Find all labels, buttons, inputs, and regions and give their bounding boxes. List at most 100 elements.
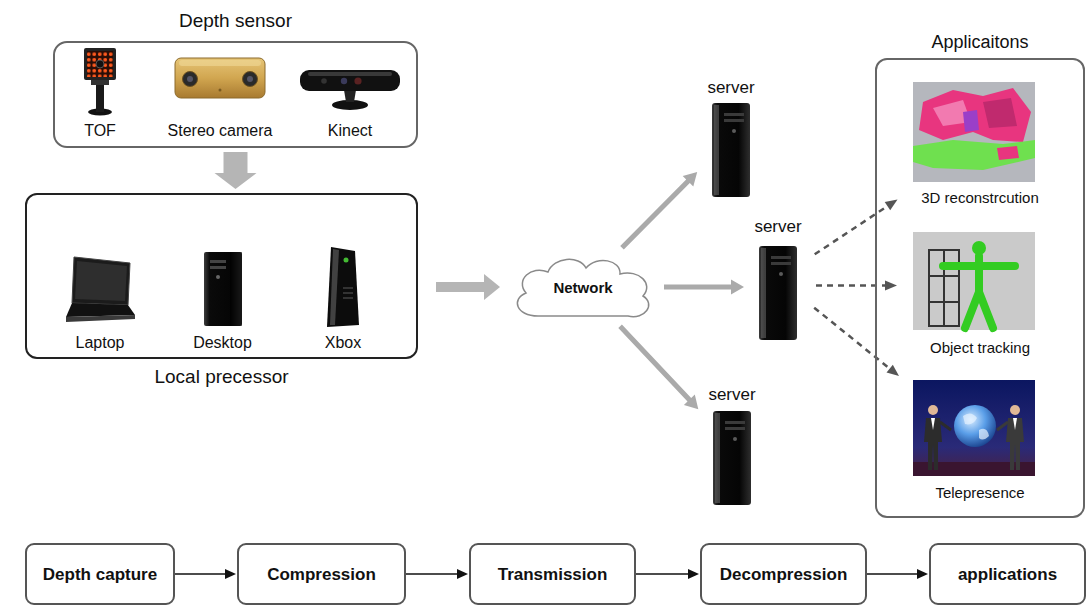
image-ground: [913, 82, 1035, 182]
sensor-item: Kinect: [296, 66, 404, 142]
tof-camera-icon: [84, 48, 116, 116]
globe: [954, 405, 996, 447]
kinect-icon: [300, 70, 400, 110]
process-box: Depth capture: [25, 543, 175, 605]
image-ground: [913, 232, 1035, 330]
arrow-head: [225, 569, 236, 579]
arrow-head: [885, 200, 898, 211]
stereo-body: [175, 58, 265, 98]
desktop-bay: [210, 260, 226, 263]
item-label-holder: Object tracking: [900, 338, 1060, 357]
kinect-ir: [321, 78, 327, 84]
stereo-camera-icon: [175, 58, 265, 98]
server-icon: [759, 246, 797, 340]
stereo-lens-glass: [247, 76, 253, 82]
process-label: Compression: [267, 564, 376, 585]
item-label: server: [754, 217, 801, 236]
process-box: applications: [929, 543, 1086, 605]
stereo-lens-glass: [187, 76, 193, 82]
item-label-holder: TOF: [70, 121, 130, 141]
flow-arrow: [664, 280, 744, 295]
group-heading: Local precessor: [154, 366, 288, 387]
person-arm: [940, 422, 951, 430]
group-heading: Depth sensor: [179, 10, 292, 31]
item-label: Telepresence: [935, 484, 1024, 501]
sensor-item: TOF: [70, 46, 130, 142]
stereo-lens: [183, 72, 198, 87]
process-box: Transmission: [469, 543, 636, 605]
process-box: Decompression: [700, 543, 867, 605]
item-label: server: [707, 78, 754, 97]
person-body: [1006, 418, 1024, 470]
laptop-icon: [66, 257, 135, 322]
desktop-bay: [210, 266, 226, 269]
desktop-icon: [204, 252, 242, 326]
stereo-lens: [243, 72, 258, 87]
person-head: [1010, 405, 1020, 415]
laptop-display: [75, 261, 127, 301]
cloud-label: Network: [553, 278, 612, 297]
person-shirt: [931, 418, 935, 430]
item-label: Xbox: [325, 334, 361, 351]
connector-line: [175, 573, 227, 575]
server-icon: [713, 411, 751, 505]
item-label: Object tracking: [930, 339, 1030, 356]
item-label-holder: Stereo camera: [165, 121, 276, 141]
flow-connector: [816, 281, 897, 291]
kinect-neck: [344, 90, 356, 102]
telepresence-image: [913, 380, 1035, 476]
laptop-edge: [66, 315, 135, 322]
kinect-lens: [354, 77, 361, 84]
item-label-holder: Desktop: [190, 333, 255, 353]
cloud-shape: [517, 259, 648, 316]
person-body: [924, 418, 942, 470]
arrow-head: [688, 569, 699, 579]
server-node: server: [748, 216, 808, 341]
connector-line: [867, 573, 919, 575]
item-label: Laptop: [76, 334, 125, 351]
stereo-screw: [219, 89, 222, 92]
mesh-region: [963, 110, 979, 132]
flow-arrow: [618, 325, 698, 410]
mesh-region: [919, 88, 1031, 142]
item-label-holder: server: [701, 384, 763, 405]
flow-connector: [815, 200, 898, 255]
mesh-region: [997, 146, 1019, 160]
tracking-image: [913, 232, 1035, 330]
kinect-lens: [341, 78, 347, 84]
desktop-side: [230, 252, 242, 326]
connector-line: [406, 573, 459, 575]
process-label: Transmission: [498, 564, 608, 585]
desktop-button: [216, 275, 220, 279]
item-label-holder: server: [700, 77, 762, 98]
tof-housing: [84, 48, 116, 80]
xbox-vent: [343, 297, 353, 299]
xbox-gloss: [330, 249, 339, 325]
kinect-bar: [300, 70, 400, 91]
xbox-body: [327, 247, 359, 327]
application-item: 3D reconstrcution: [900, 80, 1060, 210]
group-heading-holder: Local precessor: [0, 365, 476, 389]
window-frame: [929, 275, 959, 277]
item-label: server: [708, 385, 755, 404]
stage-ground: [913, 380, 1035, 476]
flow-arrow: [436, 274, 500, 300]
flow-arrow: [620, 172, 697, 250]
connector-line: [636, 573, 690, 575]
item-label-holder: Xbox: [308, 333, 378, 353]
desktop-case: [204, 252, 242, 326]
item-label: 3D reconstrcution: [921, 189, 1039, 206]
application-item: Telepresence: [900, 378, 1060, 505]
person-arm: [997, 422, 1008, 430]
item-label: TOF: [84, 122, 116, 139]
connector-line: [815, 205, 890, 255]
tof-lens: [96, 60, 104, 68]
server-node: server: [700, 76, 762, 200]
group-heading-holder: Depth sensor: [0, 9, 476, 33]
item-label-holder: Kinect: [296, 121, 404, 141]
flow-connector: [636, 569, 699, 579]
flow-connector: [175, 569, 236, 579]
window-frame: [929, 250, 959, 326]
tof-leds: [87, 51, 113, 77]
